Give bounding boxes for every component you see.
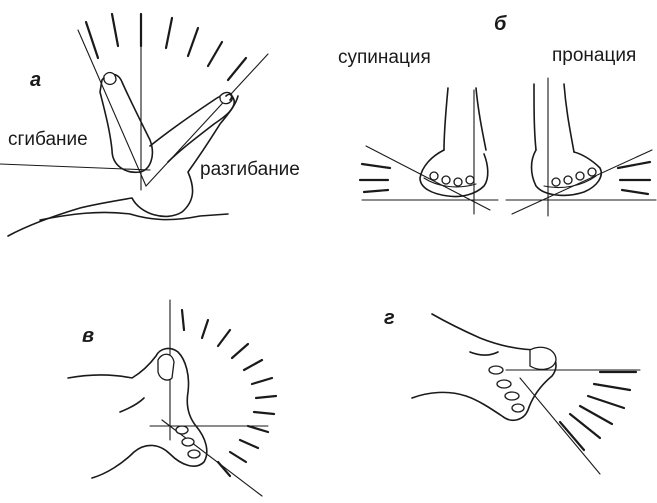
panel-a-flexed-foot bbox=[100, 74, 152, 172]
panel-b-left-leg bbox=[444, 88, 486, 150]
panel-b-right-leg bbox=[534, 84, 574, 152]
panel-v-foot-outline bbox=[68, 349, 207, 478]
panel-v-letter: в bbox=[82, 326, 94, 346]
panel-g-drawing bbox=[412, 314, 640, 474]
flexion-label: сгибание bbox=[8, 130, 88, 149]
panel-a-drawing bbox=[0, 14, 268, 236]
panel-g-radiating-dashes bbox=[560, 372, 636, 450]
panel-b-letter: б bbox=[494, 14, 506, 34]
extension-label: разгибание bbox=[200, 160, 300, 179]
supination-label: супинация bbox=[338, 48, 431, 67]
panel-a-radiating-dashes bbox=[86, 14, 246, 80]
panel-g-letter: г bbox=[384, 308, 395, 328]
panel-b-left-foot bbox=[420, 150, 488, 197]
panel-v-drawing bbox=[68, 300, 276, 496]
panel-b-drawing bbox=[360, 78, 656, 216]
pronation-label: пронация bbox=[552, 46, 636, 65]
panel-a-letter: а bbox=[30, 70, 41, 90]
